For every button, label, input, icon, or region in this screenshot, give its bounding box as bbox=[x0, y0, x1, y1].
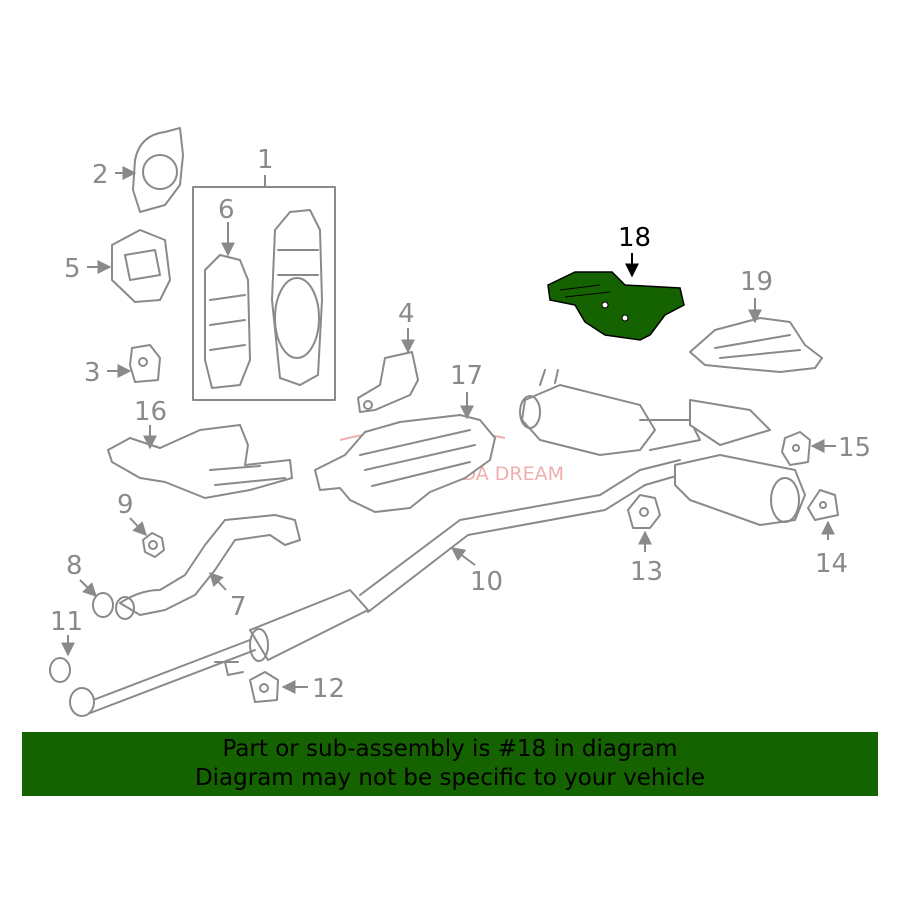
part-9-nut: 9 bbox=[117, 490, 165, 558]
callout-16: 16 bbox=[134, 397, 167, 427]
callout-13: 13 bbox=[630, 557, 663, 587]
part-8-ring: 8 bbox=[66, 551, 114, 618]
banner-line-2: Diagram may not be specific to your vehi… bbox=[194, 765, 706, 791]
part-16-shield: 16 bbox=[107, 397, 293, 499]
part-13-hanger: 13 bbox=[627, 494, 663, 587]
part-4-bracket: 4 bbox=[357, 299, 419, 413]
callout-18: 18 bbox=[618, 223, 651, 253]
callout-15: 15 bbox=[838, 433, 871, 463]
callout-5: 5 bbox=[64, 254, 81, 284]
callout-14: 14 bbox=[815, 549, 848, 579]
part-1-group: 1 6 bbox=[192, 145, 336, 401]
part-19-shield: 19 bbox=[689, 267, 823, 373]
callout-9: 9 bbox=[117, 490, 134, 520]
callout-6: 6 bbox=[218, 195, 235, 225]
callout-3: 3 bbox=[84, 358, 101, 388]
part-1-converter bbox=[271, 209, 323, 386]
callout-19: 19 bbox=[740, 267, 773, 297]
part-5-bracket: 5 bbox=[64, 229, 171, 303]
banner-line-1: Part or sub-assembly is #18 in diagram bbox=[222, 736, 678, 762]
callout-8: 8 bbox=[66, 551, 83, 581]
callout-17: 17 bbox=[450, 361, 483, 391]
part-7-front-pipe: 7 bbox=[115, 514, 301, 622]
part-15-hanger: 15 bbox=[781, 431, 871, 466]
part-12-hanger: 12 bbox=[249, 671, 345, 704]
callout-4: 4 bbox=[398, 299, 415, 329]
part-18-highlight bbox=[547, 271, 685, 341]
callout-1: 1 bbox=[257, 145, 274, 175]
callout-11: 11 bbox=[50, 607, 83, 637]
callout-12: 12 bbox=[312, 674, 345, 704]
part-mufflers bbox=[519, 369, 806, 526]
part-14-hanger: 14 bbox=[807, 489, 848, 579]
part-17-shield: 17 bbox=[314, 361, 496, 513]
info-banner: Part or sub-assembly is #18 in diagram D… bbox=[22, 732, 878, 796]
part-18-heat-shield: 18 bbox=[547, 223, 685, 341]
part-10-main-pipe: 10 bbox=[69, 459, 691, 717]
part-11-ring: 11 bbox=[49, 607, 83, 683]
callout-7: 7 bbox=[230, 592, 247, 622]
part-3-bracket: 3 bbox=[84, 344, 161, 388]
callout-10: 10 bbox=[470, 567, 503, 597]
part-2-gasket: 2 bbox=[92, 127, 184, 213]
callout-2: 2 bbox=[92, 160, 109, 190]
